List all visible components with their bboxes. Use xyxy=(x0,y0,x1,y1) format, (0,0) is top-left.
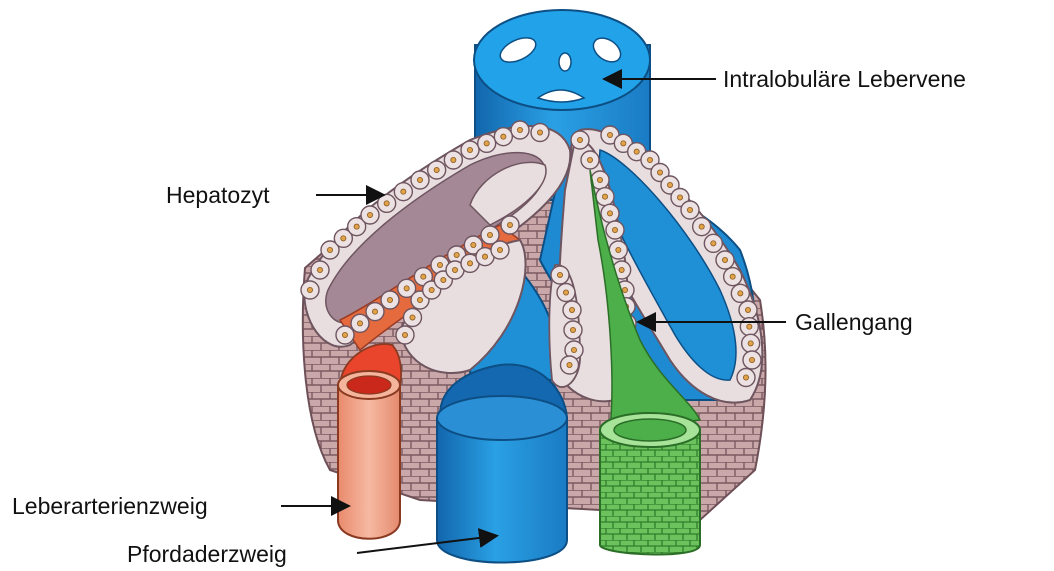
hepatocyte-nucleus xyxy=(569,307,574,312)
hepatocyte-nucleus xyxy=(402,332,407,337)
label-hepatic-artery-branch: Leberarterienzweig xyxy=(12,495,208,518)
hepatocyte-nucleus xyxy=(722,257,727,262)
hepatocyte-nucleus xyxy=(571,347,576,352)
hepatocyte-nucleus xyxy=(417,177,422,182)
hepatocyte-nucleus xyxy=(471,242,476,247)
hepatocyte-nucleus xyxy=(749,357,754,362)
hepatocyte-nucleus xyxy=(387,297,392,302)
hepatocyte-nucleus xyxy=(677,195,682,200)
hepatocyte-nucleus xyxy=(738,291,743,296)
label-bile-duct: Gallengang xyxy=(795,311,913,334)
hepatocyte-nucleus xyxy=(657,170,662,175)
hepatocyte-nucleus xyxy=(621,141,626,146)
hepatocyte-nucleus xyxy=(372,309,377,314)
hepatocyte-nucleus xyxy=(327,247,332,252)
hepatocyte-nucleus xyxy=(307,287,312,292)
hepatocyte-nucleus xyxy=(482,254,487,259)
hepatocyte-nucleus xyxy=(421,274,426,279)
hepatocyte-nucleus xyxy=(437,262,442,267)
hepatocyte-nucleus xyxy=(687,207,692,212)
hepatocyte-nucleus xyxy=(748,341,753,346)
hepatocyte-nucleus xyxy=(747,324,752,329)
hepatocyte-nucleus xyxy=(401,189,406,194)
hepatocyte-nucleus xyxy=(497,247,502,252)
portal-vein-branch xyxy=(437,364,567,562)
hepatocyte-nucleus xyxy=(557,272,562,277)
hepatocyte-nucleus xyxy=(607,211,612,216)
hepatocyte-nucleus xyxy=(342,332,347,337)
hepatocyte-nucleus xyxy=(602,194,607,199)
hepatocyte-nucleus xyxy=(454,252,459,257)
hepatocyte-nucleus xyxy=(570,327,575,332)
hepatocyte-nucleus xyxy=(634,149,639,154)
label-hepatocyte: Hepatozyt xyxy=(166,184,270,207)
hepatocyte-nucleus xyxy=(537,130,542,135)
hepatocyte-nucleus xyxy=(517,127,522,132)
hepatocyte-nucleus xyxy=(567,362,572,367)
hepatocyte-nucleus xyxy=(467,261,472,266)
hepatocyte-nucleus xyxy=(441,277,446,282)
hepatocyte-nucleus xyxy=(484,141,489,146)
hepatocyte-nucleus xyxy=(587,157,592,162)
hepatocyte-nucleus xyxy=(317,267,322,272)
hepatocyte-nucleus xyxy=(410,315,415,320)
hepatocyte-nucleus xyxy=(647,157,652,162)
label-intralobular-vein: Intralobuläre Lebervene xyxy=(723,68,966,91)
hepatocyte-nucleus xyxy=(699,224,704,229)
hepatocyte-nucleus xyxy=(404,286,409,291)
hepatocyte-nucleus xyxy=(622,287,627,292)
hepatocyte-nucleus xyxy=(357,321,362,326)
hepatocyte-nucleus xyxy=(597,177,602,182)
hepatocyte-nucleus xyxy=(384,201,389,206)
hepatocyte-nucleus xyxy=(452,267,457,272)
hepatocyte-nucleus xyxy=(745,307,750,312)
hepatocyte-nucleus xyxy=(619,267,624,272)
hepatocyte-nucleus xyxy=(607,132,612,137)
hepatocyte-nucleus xyxy=(616,247,621,252)
hepatocyte-nucleus xyxy=(417,297,422,302)
hepatocyte-nucleus xyxy=(487,232,492,237)
hepatocyte-nucleus xyxy=(730,274,735,279)
hepatocyte-nucleus xyxy=(451,157,456,162)
hepatocyte-nucleus xyxy=(563,290,568,295)
hepatocyte-nucleus xyxy=(354,224,359,229)
hepatic-artery-branch xyxy=(338,344,401,539)
hepatocyte-nucleus xyxy=(743,375,748,380)
label-portal-vein-branch: Pfordaderzweig xyxy=(127,543,287,566)
hepatocyte-nucleus xyxy=(434,167,439,172)
hepatocyte-nucleus xyxy=(367,212,372,217)
hepatocyte-nucleus xyxy=(501,134,506,139)
hepatocyte-nucleus xyxy=(612,227,617,232)
hepatocyte-nucleus xyxy=(429,287,434,292)
hepatocyte-nucleus xyxy=(577,137,582,142)
hepatocyte-nucleus xyxy=(507,222,512,227)
hepatocyte-nucleus xyxy=(467,147,472,152)
hepatocyte-nucleus xyxy=(667,182,672,187)
hepatocyte-nucleus xyxy=(711,241,716,246)
hepatocyte-nucleus xyxy=(341,236,346,241)
